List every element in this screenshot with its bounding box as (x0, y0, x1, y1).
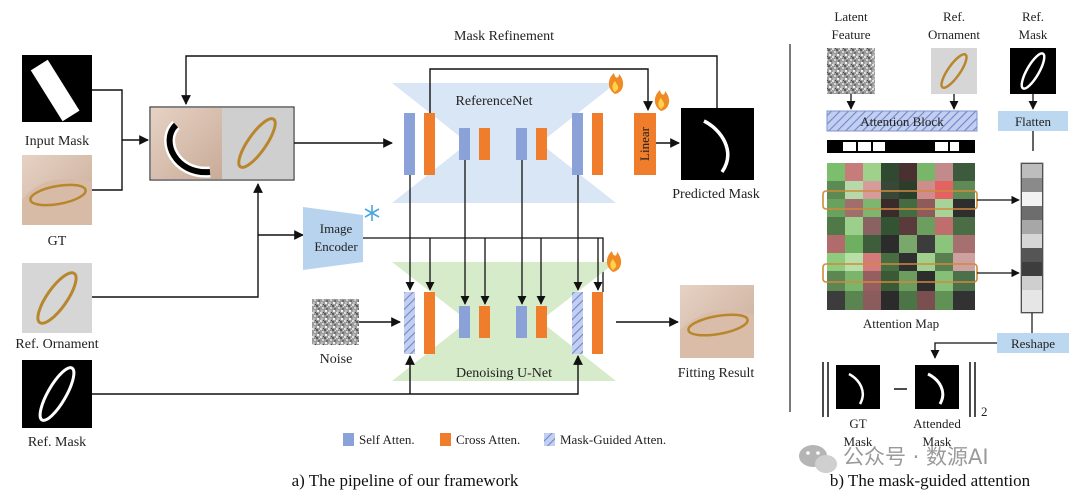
denoising-unet-body (392, 262, 616, 381)
unet-cross-atten-4 (592, 292, 603, 354)
gt-image (22, 155, 92, 225)
legend-mask-guided-label: Mask-Guided Atten. (560, 432, 666, 447)
ref-mask-b-image (1010, 48, 1056, 94)
attended-vector (1020, 162, 1044, 314)
fitting-result-label: Fitting Result (678, 366, 755, 381)
latent-feature-image (827, 48, 875, 94)
ref-ornament-image (22, 263, 92, 333)
ornament-arrow (92, 183, 263, 298)
image-encoder-label-1: Image (320, 221, 353, 236)
unet-mask-guided-atten-1 (404, 292, 415, 354)
refnet-cross-atten-3 (536, 128, 547, 160)
flatten-box (998, 111, 1068, 131)
legend-cross-swatch (440, 433, 451, 446)
gt-mask-image (836, 365, 880, 409)
input-join-line (92, 89, 123, 191)
reference-net-label: ReferenceNet (456, 94, 533, 109)
linear-label: Linear (637, 126, 652, 161)
unet-cross-atten-1 (424, 292, 435, 354)
mask-refinement-arrow (181, 55, 718, 108)
predicted-mask-image (681, 108, 754, 180)
denoising-unet-label: Denoising U-Net (456, 366, 552, 381)
reference-net-body (392, 83, 616, 203)
unet-mask-guided-atten-4 (572, 292, 583, 354)
legend-mask-guided-swatch (544, 433, 555, 446)
fire-icon (606, 251, 622, 272)
refnet-to-linear-arrow (429, 68, 653, 113)
input-mask-image (22, 55, 92, 122)
fire-icon (654, 90, 670, 111)
mask-refinement-label: Mask Refinement (454, 29, 554, 44)
attention-block-label: Attention Block (860, 114, 944, 129)
caption-b: b) The mask-guided attention (830, 471, 1031, 490)
refnet-self-atten-4 (572, 113, 583, 175)
norm-subscript: 2 (981, 404, 988, 419)
refnet-self-atten-2 (459, 128, 470, 160)
combined-input-image (149, 106, 295, 181)
latent-feature-label-1: Latent (834, 9, 868, 24)
l2-norm-expression (822, 362, 976, 417)
fire-icon (608, 73, 624, 94)
attention-block (826, 110, 978, 132)
encoder-broadcast-line (363, 237, 604, 292)
refnet-cross-atten-4 (592, 113, 603, 175)
legend: Self Atten. Cross Atten. Mask-Guided Att… (343, 432, 666, 447)
gt-mask-label-1: GT (849, 416, 866, 431)
caption-a: a) The pipeline of our framework (292, 471, 519, 490)
ref-mask-b-label-1: Ref. (1022, 9, 1044, 24)
legend-cross-label: Cross Atten. (456, 432, 520, 447)
ref-mask-image (22, 360, 92, 428)
gt-mask-label-2: Mask (844, 434, 873, 449)
ref-ornament-b-label-1: Ref. (943, 9, 965, 24)
ref-mask-arrow (92, 355, 583, 395)
noise-label: Noise (320, 352, 353, 367)
image-encoder (303, 207, 363, 270)
unet-self-atten-2 (459, 306, 470, 338)
unet-cross-atten-2 (479, 306, 490, 338)
ref-ornament-b-label-2: Ornament (928, 27, 980, 42)
ref-ornament-label: Ref. Ornament (15, 337, 98, 352)
refnet-self-atten-3 (516, 128, 527, 160)
attended-mask-image (915, 365, 959, 409)
attention-map-label: Attention Map (863, 316, 939, 331)
legend-self-swatch (343, 433, 354, 446)
refnet-to-unet-arrows (405, 160, 603, 305)
refnet-cross-atten-2 (479, 128, 490, 160)
snowflake-icon (364, 205, 380, 221)
image-encoder-label-2: Encoder (314, 239, 358, 254)
unet-cross-atten-3 (536, 306, 547, 338)
fitting-result-image (680, 285, 754, 358)
input-mask-label: Input Mask (25, 134, 89, 149)
ref-mask-b-label-2: Mask (1019, 27, 1048, 42)
gt-label: GT (48, 234, 67, 249)
linear-layer (634, 113, 656, 175)
watermark-text: 公众号 · 数源AI (843, 445, 989, 469)
reshape-arrow (930, 342, 997, 359)
noise-image (312, 299, 359, 345)
flattened-mask-strip (827, 140, 975, 153)
latent-feature-label-2: Feature (832, 27, 871, 42)
unet-self-atten-3 (516, 306, 527, 338)
flatten-label: Flatten (1015, 114, 1052, 129)
wechat-icon (799, 445, 837, 473)
reshape-label: Reshape (1011, 336, 1055, 351)
refnet-self-atten-1 (404, 113, 415, 175)
refnet-cross-atten-1 (424, 113, 435, 175)
ref-ornament-b-image (931, 48, 977, 94)
attended-mask-label-2: Mask (923, 434, 952, 449)
legend-self-label: Self Atten. (359, 432, 415, 447)
attention-map (822, 163, 978, 310)
ref-mask-label: Ref. Mask (28, 435, 86, 450)
reshape-box (997, 333, 1069, 353)
attended-mask-label-1: Attended (913, 416, 961, 431)
predicted-mask-label: Predicted Mask (672, 187, 759, 202)
